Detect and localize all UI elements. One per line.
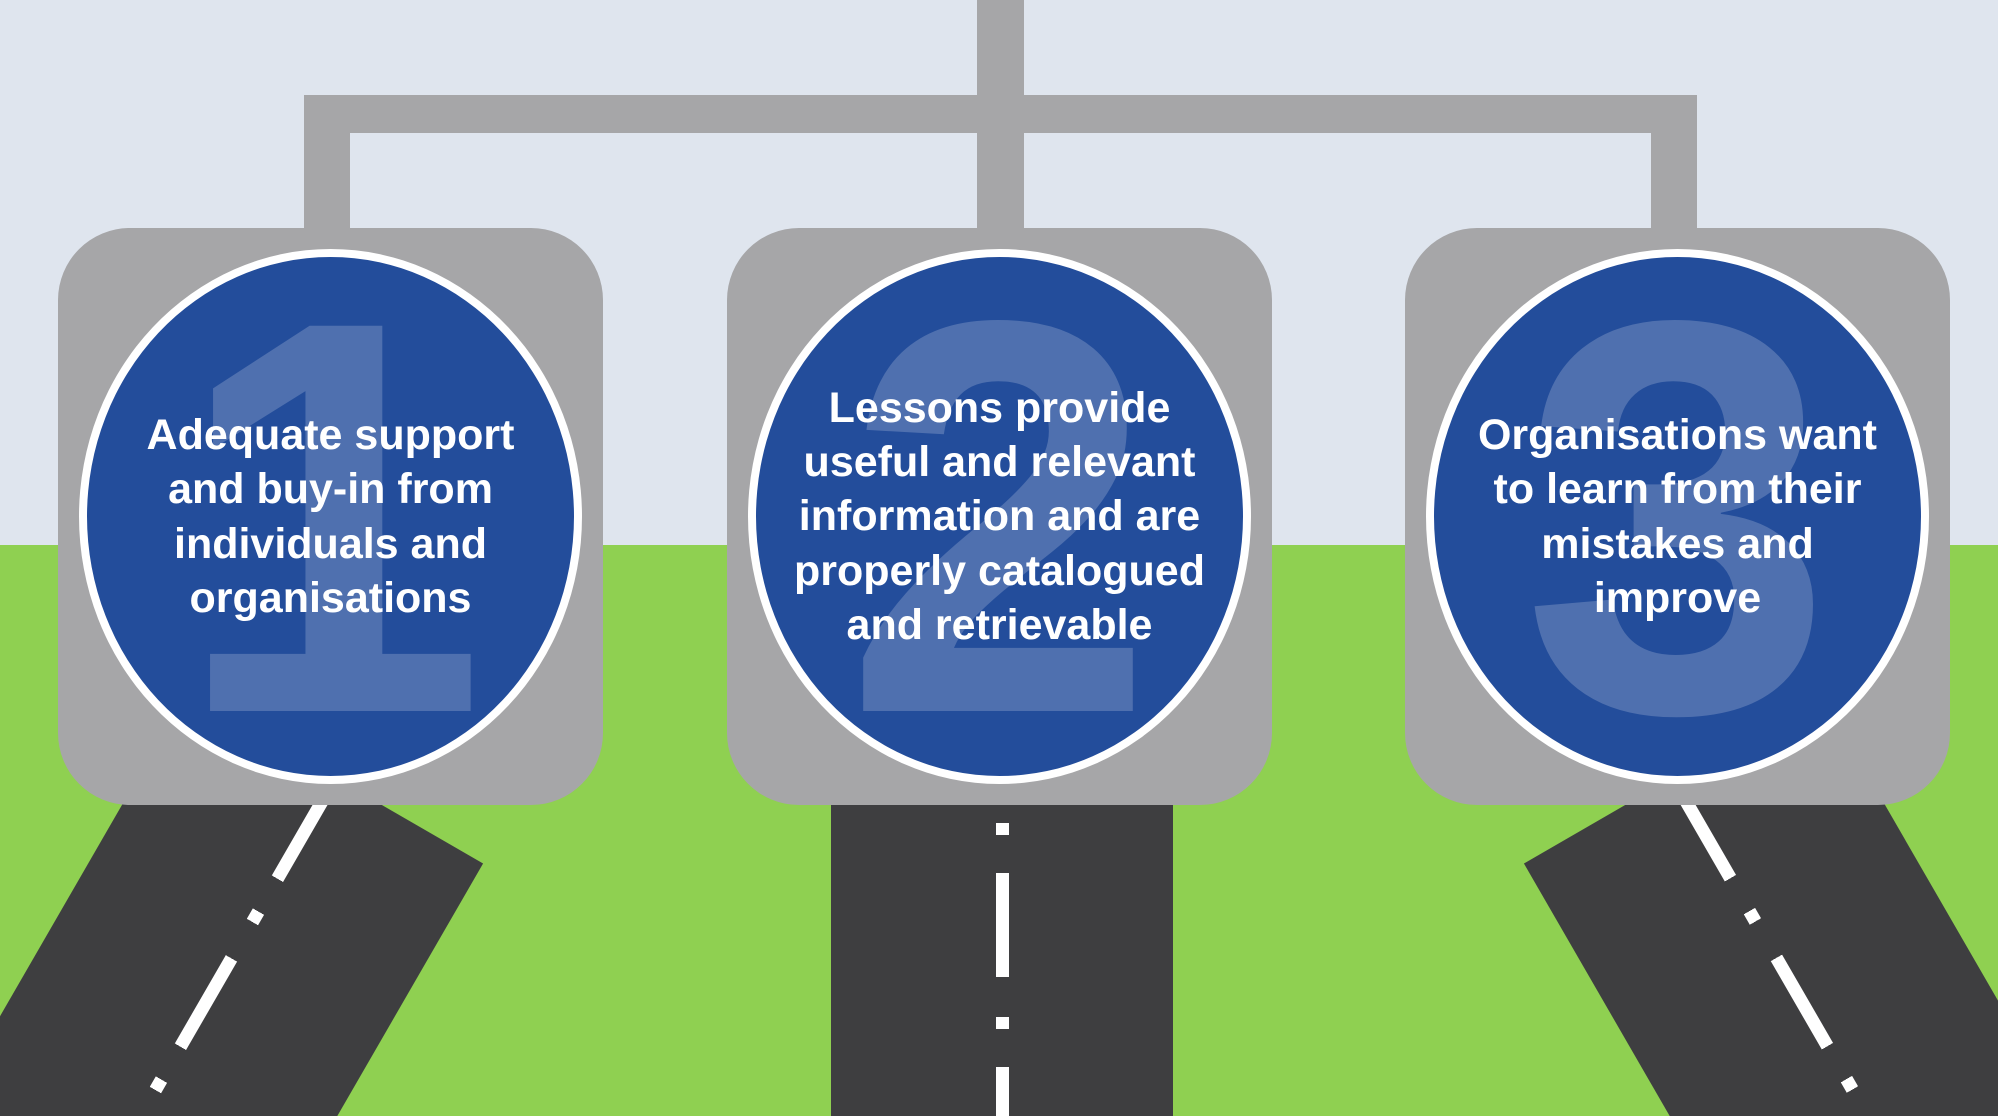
sign-1-panel: 1 Adequate support and buy-in from indiv… [58,228,603,805]
sign-2-caption: Lessons provide useful and relevant info… [794,384,1205,649]
connector-crossbar [304,95,1697,133]
connector-drop-right [1651,95,1697,235]
sign-3-caption: Organisations want to learn from their m… [1477,411,1877,622]
sign-2-panel: 2 Lessons provide useful and relevant in… [727,228,1272,805]
sign-3-circle: 3 Organisations want to learn from their… [1426,249,1929,784]
sign-1-caption: Adequate support and buy-in from individ… [146,411,515,622]
sign-2-circle: 2 Lessons provide useful and relevant in… [748,249,1251,784]
connector-drop-left [304,95,350,235]
road-middle-centerline [995,790,1009,1116]
sign-1-circle: 1 Adequate support and buy-in from indiv… [79,249,582,784]
road-middle [831,790,1173,1116]
sign-3-panel: 3 Organisations want to learn from their… [1405,228,1950,805]
